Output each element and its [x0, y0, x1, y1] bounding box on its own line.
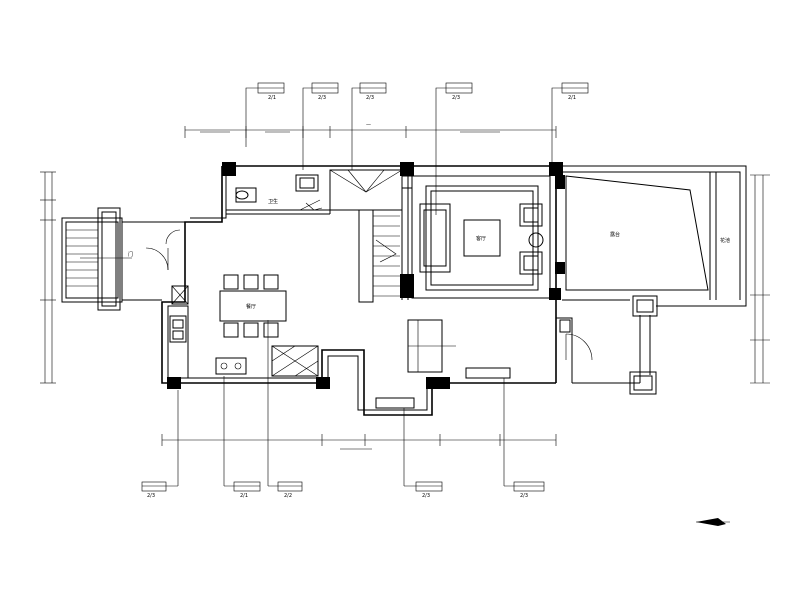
room-label-terrace-side: 花池: [720, 237, 730, 244]
sink: [169, 315, 187, 343]
armchair: [519, 251, 543, 275]
column: [549, 288, 561, 300]
fridge: [171, 285, 189, 305]
living-room: 客厅: [375, 175, 557, 409]
toilet-bowl: [235, 190, 249, 200]
door-swing: [565, 333, 593, 361]
left-dimension-line: [40, 171, 56, 384]
side-table: [528, 232, 544, 248]
callout-label: 2/3: [318, 95, 326, 101]
callout-tag: 2/3: [302, 82, 339, 170]
callout-label: 2/1: [568, 95, 576, 101]
room-label-terrace: 露台: [610, 231, 620, 238]
callout-tag: 2/1: [223, 376, 261, 499]
callout-tag: 2/3: [503, 378, 545, 499]
column: [400, 162, 414, 176]
callout-tag: 2/1: [551, 82, 589, 165]
bottom-callouts: 2/3 2/1 2/2 2/3 2/3: [141, 320, 545, 499]
pillar: [632, 295, 658, 317]
right-dimension-line: [750, 174, 770, 384]
callout-tag: 2/2: [267, 320, 303, 499]
column: [555, 262, 565, 274]
stair-handrail: [358, 209, 374, 303]
room-label-dining: 餐厅: [246, 303, 256, 310]
terrace: 露台 花池: [559, 175, 730, 395]
callout-label: 2/1: [268, 95, 276, 101]
entry-steps: 门: [61, 207, 185, 311]
coffee-table: [463, 219, 501, 257]
callout-label: 2/3: [452, 95, 460, 101]
bathroom: 卫生: [226, 170, 331, 215]
door-swing: [165, 229, 181, 245]
door-leaf: [299, 199, 321, 211]
column: [167, 377, 181, 389]
terrace-planter: [565, 175, 709, 291]
callout-tag: 2/1: [245, 82, 285, 147]
top-dimension-line: —: [184, 122, 557, 138]
kitchen-counter: [167, 305, 189, 379]
sofa: [419, 203, 451, 273]
toilet: [235, 187, 257, 203]
svg-text:—: —: [366, 122, 371, 128]
callout-tag: 2/3: [435, 82, 473, 215]
callout-label: 2/2: [284, 493, 292, 499]
callout-tag: 2/3: [141, 390, 179, 499]
column: [222, 162, 236, 176]
structural-columns: [167, 162, 565, 389]
stair-treads: [373, 215, 400, 297]
dining-area: 餐厅: [167, 274, 319, 379]
dining-table: [219, 290, 287, 322]
callout-label: 2/1: [240, 493, 248, 499]
door-swing: [145, 247, 169, 271]
column: [400, 274, 414, 298]
dining-chairs: [223, 274, 279, 338]
bottom-dimension-line: [161, 434, 557, 450]
stair-treads: [66, 229, 98, 287]
callout-label: 2/3: [520, 493, 528, 499]
north-arrow-icon: [696, 518, 730, 526]
staircase: [329, 169, 456, 373]
tv-cabinet: [465, 367, 511, 379]
column: [549, 162, 563, 176]
callout-tag: 2/3: [403, 408, 443, 499]
bay-cabinet: [375, 397, 415, 409]
room-label-bathroom: 卫生: [268, 198, 278, 205]
room-label-living: 客厅: [476, 235, 486, 242]
pillar: [629, 371, 657, 395]
stove: [215, 357, 247, 375]
callout-tag: 2/3: [351, 82, 387, 170]
callout-label: 2/3: [147, 493, 155, 499]
area-rug: [425, 185, 539, 291]
column: [316, 377, 330, 389]
armchair: [519, 203, 543, 227]
top-callouts: 2/1 2/3 2/3 2/3 2/1: [245, 82, 589, 215]
basin: [295, 174, 319, 192]
callout-label: 2/3: [422, 493, 430, 499]
room-label-entry: 门: [128, 251, 133, 258]
column: [555, 175, 565, 189]
column: [436, 377, 450, 389]
callout-label: 2/3: [366, 95, 374, 101]
